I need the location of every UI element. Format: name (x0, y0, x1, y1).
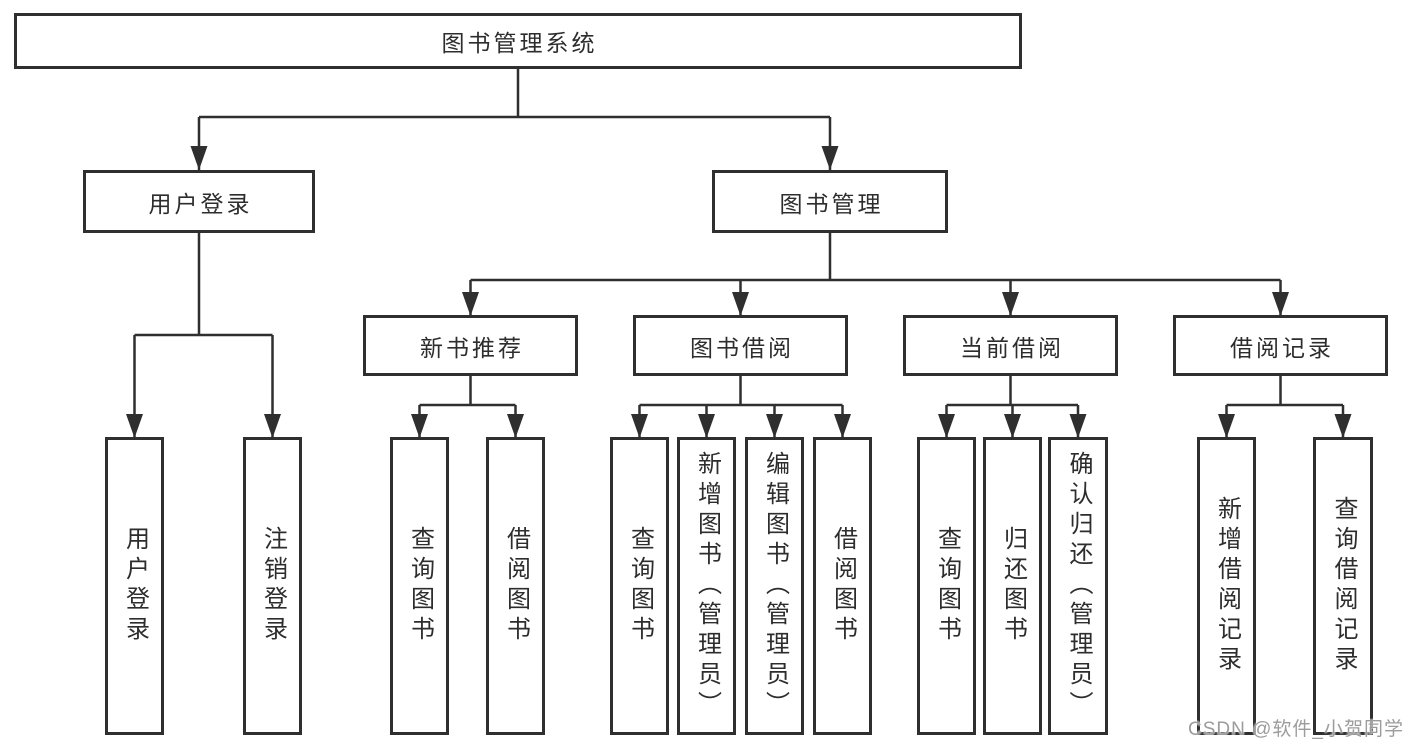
leaf-borrow-books-borrowing: 借阅图书 (813, 437, 872, 735)
leaf-add-books-admin: 新增图书（管理员） (677, 437, 736, 735)
node-current-borrowing: 当前借阅 (903, 315, 1118, 376)
leaf-confirm-return-admin: 确认归还（管理员） (1048, 437, 1108, 735)
node-book-management: 图书管理 (712, 170, 948, 233)
node-label: 查询借阅记录 (1330, 496, 1357, 676)
node-label: 注销登录 (259, 526, 287, 646)
leaf-borrow-books-recommend: 借阅图书 (486, 437, 545, 735)
node-label: 当前借阅 (960, 334, 1064, 361)
node-label: 新增图书（管理员） (693, 451, 721, 721)
node-label: 图书借阅 (690, 334, 794, 361)
tree-edges (133, 69, 1345, 437)
node-borrowing-records: 借阅记录 (1173, 315, 1388, 376)
node-new-book-recommendation: 新书推荐 (363, 315, 578, 376)
node-label: 新增借阅记录 (1213, 496, 1241, 676)
node-label: 归还图书 (999, 526, 1027, 646)
leaf-user-login: 用户登录 (105, 437, 164, 735)
node-label: 查询图书 (933, 526, 961, 646)
node-label: 编辑图书（管理员） (761, 451, 789, 721)
leaf-add-borrow-record: 新增借阅记录 (1197, 437, 1256, 735)
node-label: 借阅图书 (829, 526, 857, 646)
node-label: 新书推荐 (420, 334, 524, 361)
leaf-query-books-recommend: 查询图书 (390, 437, 449, 735)
node-book-management-system: 图书管理系统 (14, 13, 1022, 69)
node-label: 确认归还（管理员） (1065, 451, 1092, 721)
node-book-borrowing: 图书借阅 (633, 315, 848, 376)
csdn-watermark: CSDN @软件_小贺同学 (1188, 719, 1404, 740)
node-label: 图书管理系统 (441, 30, 598, 56)
leaf-return-books: 归还图书 (983, 437, 1042, 735)
leaf-query-books-current: 查询图书 (917, 437, 976, 735)
node-label: 用户登录 (148, 190, 253, 217)
node-label: 图书管理 (779, 190, 884, 217)
node-user-login: 用户登录 (83, 170, 315, 233)
leaf-query-books-borrowing: 查询图书 (610, 437, 669, 735)
node-label: 查询图书 (406, 526, 434, 646)
arrowheads (126, 146, 1352, 438)
node-label: 查询图书 (626, 526, 654, 646)
leaf-logout: 注销登录 (243, 437, 302, 735)
leaf-query-borrow-record: 查询借阅记录 (1313, 437, 1373, 735)
leaf-edit-books-admin: 编辑图书（管理员） (745, 437, 804, 735)
node-label: 用户登录 (121, 526, 149, 646)
node-label: 借阅图书 (502, 526, 530, 646)
node-label: 借阅记录 (1230, 334, 1334, 361)
